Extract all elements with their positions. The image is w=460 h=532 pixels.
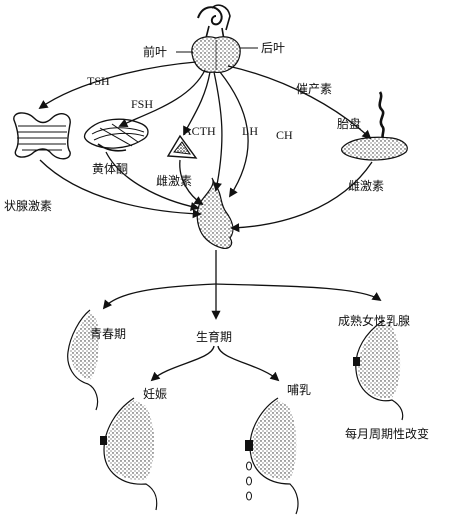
lactation-label: 哺乳 xyxy=(287,383,312,397)
estrogen-right-label: 雌激素 xyxy=(348,179,385,193)
anterior-lobe-label: 前叶 xyxy=(143,45,168,59)
pituitary-gland xyxy=(191,4,241,73)
placenta-label: 胎盘 xyxy=(337,117,362,131)
oxytocin-label: 催产素 xyxy=(296,82,333,96)
central-breast-illustration xyxy=(196,177,234,249)
ovary-illustration xyxy=(83,118,149,152)
reproductive-label: 生育期 xyxy=(196,330,233,344)
thyroid-hormone-label: 状腺激素 xyxy=(4,199,53,213)
thyroid-gland xyxy=(13,112,71,160)
estrogen-left-label: 雌激素 xyxy=(156,174,193,188)
lh-label: LH xyxy=(242,124,258,138)
tsh-label: TSH xyxy=(87,74,110,88)
placenta-illustration xyxy=(341,91,408,161)
lactation-breast-illustration xyxy=(245,397,299,515)
monthly-change-label: 每月周期性改变 xyxy=(345,427,430,441)
corpus-luteum-label: 黄体酮 xyxy=(92,162,129,176)
mature-breast-illustration xyxy=(353,319,404,421)
fsh-label: FSH xyxy=(131,97,154,111)
acth-label: ACTH xyxy=(183,124,216,138)
puberty-label: 青春期 xyxy=(90,327,127,341)
posterior-lobe-label: 后叶 xyxy=(261,41,286,55)
pregnancy-breast-illustration xyxy=(100,397,158,511)
ch-label: CH xyxy=(276,128,293,142)
mature-breast-label: 成熟女性乳腺 xyxy=(338,314,411,328)
pregnancy-label: 妊娠 xyxy=(143,387,168,401)
puberty-breast-illustration xyxy=(67,309,99,411)
adrenal-gland xyxy=(166,134,198,159)
